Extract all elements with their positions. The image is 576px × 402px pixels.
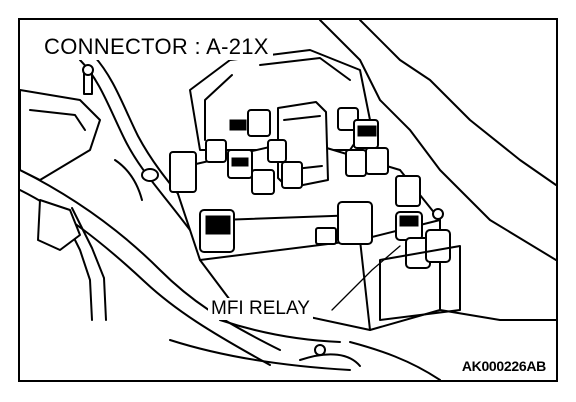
lower-hoses (169, 319, 441, 380)
mfi-relay-label: MFI RELAY (208, 298, 313, 320)
mfi-relay (379, 208, 461, 321)
relay-cluster (169, 107, 421, 253)
body-panel-edge-outer (359, 20, 556, 186)
left-bracket (20, 64, 101, 251)
diagram-frame: CONNECTOR : A-21X MFI RELAY AK000226AB (18, 18, 558, 382)
fender-line (439, 309, 556, 321)
engine-bay-illustration (20, 20, 556, 380)
image-code: AK000226AB (459, 358, 548, 374)
body-panel-edge (319, 20, 556, 261)
callout-leader (331, 245, 401, 311)
relay-box (169, 139, 441, 331)
connector-title: CONNECTOR : A-21X (40, 34, 273, 60)
